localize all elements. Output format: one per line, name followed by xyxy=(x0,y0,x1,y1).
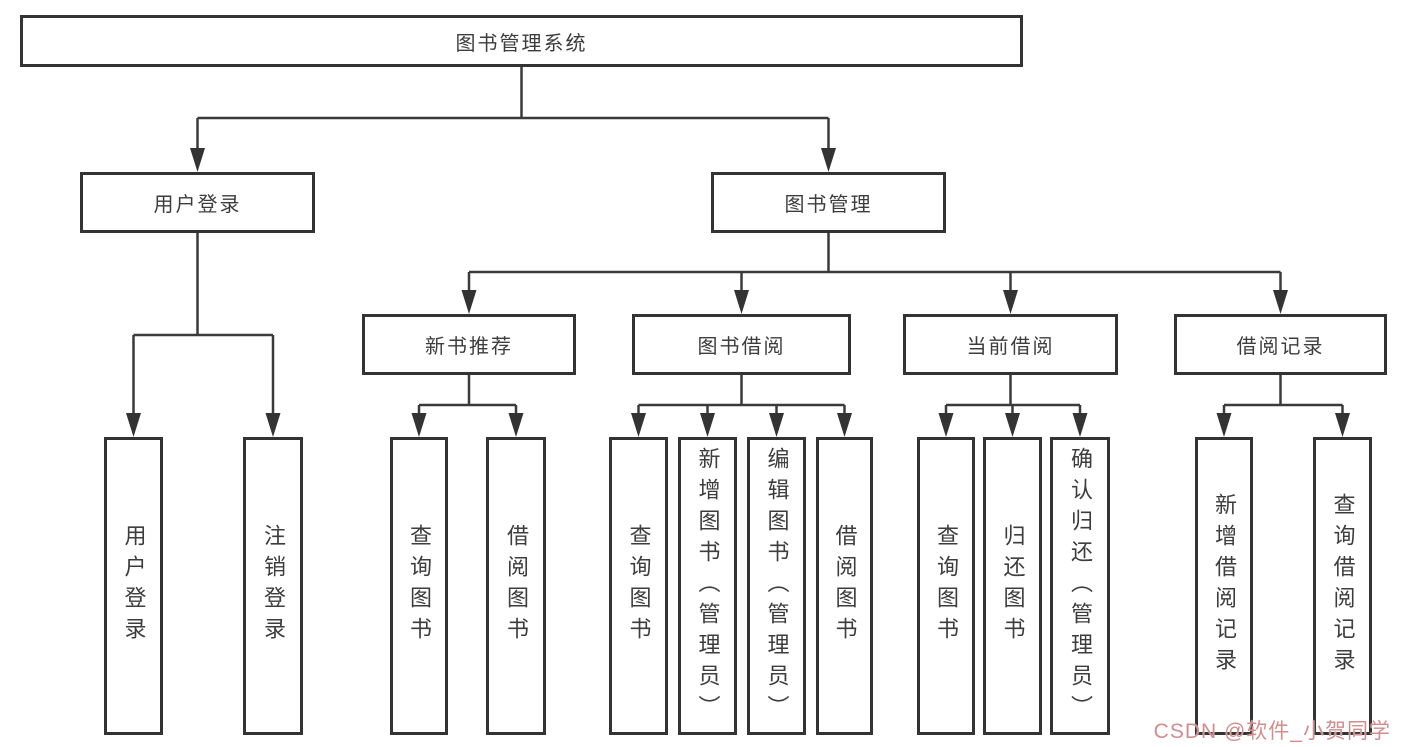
node-new-book-recommend-label: 新书推荐 xyxy=(425,336,513,358)
leaf-add-book-admin-label: 新增图书（管理员） xyxy=(695,446,721,726)
leaf-add-book-admin: 新增图书（管理员） xyxy=(678,437,737,735)
node-root: 图书管理系统 xyxy=(20,15,1023,67)
leaf-borrow-books-recommend: 借阅图书 xyxy=(486,437,546,735)
leaf-add-borrow-record: 新增借阅记录 xyxy=(1195,437,1253,735)
node-book-management: 图书管理 xyxy=(711,172,946,233)
connector-new-book-recommend-children xyxy=(411,375,524,437)
node-borrow-records-label: 借阅记录 xyxy=(1236,336,1325,358)
leaf-borrow-books: 借阅图书 xyxy=(816,437,873,735)
leaf-confirm-return-admin: 确认归还（管理员） xyxy=(1050,437,1110,735)
leaf-add-borrow-record-label: 新增借阅记录 xyxy=(1212,493,1237,679)
node-borrow-records: 借阅记录 xyxy=(1174,314,1387,375)
node-new-book-recommend: 新书推荐 xyxy=(362,314,576,375)
node-book-borrow: 图书借阅 xyxy=(632,314,851,375)
leaf-edit-book-admin-label: 编辑图书（管理员） xyxy=(764,446,790,726)
node-book-management-label: 图书管理 xyxy=(784,194,873,216)
leaf-query-books-current-label: 查询图书 xyxy=(934,524,959,648)
leaf-user-login: 用户登录 xyxy=(104,437,163,735)
node-book-borrow-label: 图书借阅 xyxy=(697,336,786,358)
connector-book-borrow-children xyxy=(631,375,852,437)
leaf-return-book: 归还图书 xyxy=(983,437,1042,735)
connector-book-management-children xyxy=(461,233,1288,314)
leaf-query-borrow-record: 查询借阅记录 xyxy=(1313,437,1372,735)
leaf-borrow-books-label: 借阅图书 xyxy=(832,524,858,648)
node-root-label: 图书管理系统 xyxy=(455,32,588,55)
leaf-confirm-return-admin-label: 确认归还（管理员） xyxy=(1068,446,1093,726)
leaf-edit-book-admin: 编辑图书（管理员） xyxy=(747,437,806,735)
leaf-query-books-recommend: 查询图书 xyxy=(390,437,448,735)
node-current-borrow-label: 当前借阅 xyxy=(966,336,1055,358)
connector-current-borrow-children xyxy=(938,375,1088,437)
leaf-borrow-books-recommend-label: 借阅图书 xyxy=(504,524,529,648)
connector-root-to-level2 xyxy=(190,67,836,172)
connector-borrow-records-children xyxy=(1216,375,1350,437)
connector-user-login-children xyxy=(126,233,281,437)
leaf-return-book-label: 归还图书 xyxy=(1000,524,1026,648)
node-current-borrow: 当前借阅 xyxy=(903,314,1118,375)
leaf-query-books-borrow: 查询图书 xyxy=(609,437,668,735)
leaf-logout-label: 注销登录 xyxy=(261,524,286,648)
leaf-user-login-label: 用户登录 xyxy=(121,524,147,648)
leaf-query-books-recommend-label: 查询图书 xyxy=(407,524,432,648)
node-user-login-label: 用户登录 xyxy=(153,194,242,216)
leaf-query-borrow-record-label: 查询借阅记录 xyxy=(1330,493,1356,679)
leaf-query-books-borrow-label: 查询图书 xyxy=(626,524,652,648)
node-user-login: 用户登录 xyxy=(80,172,315,233)
watermark: CSDN @软件_小贺同学 xyxy=(1153,720,1391,743)
leaf-query-books-current: 查询图书 xyxy=(917,437,975,735)
leaf-logout: 注销登录 xyxy=(243,437,303,735)
